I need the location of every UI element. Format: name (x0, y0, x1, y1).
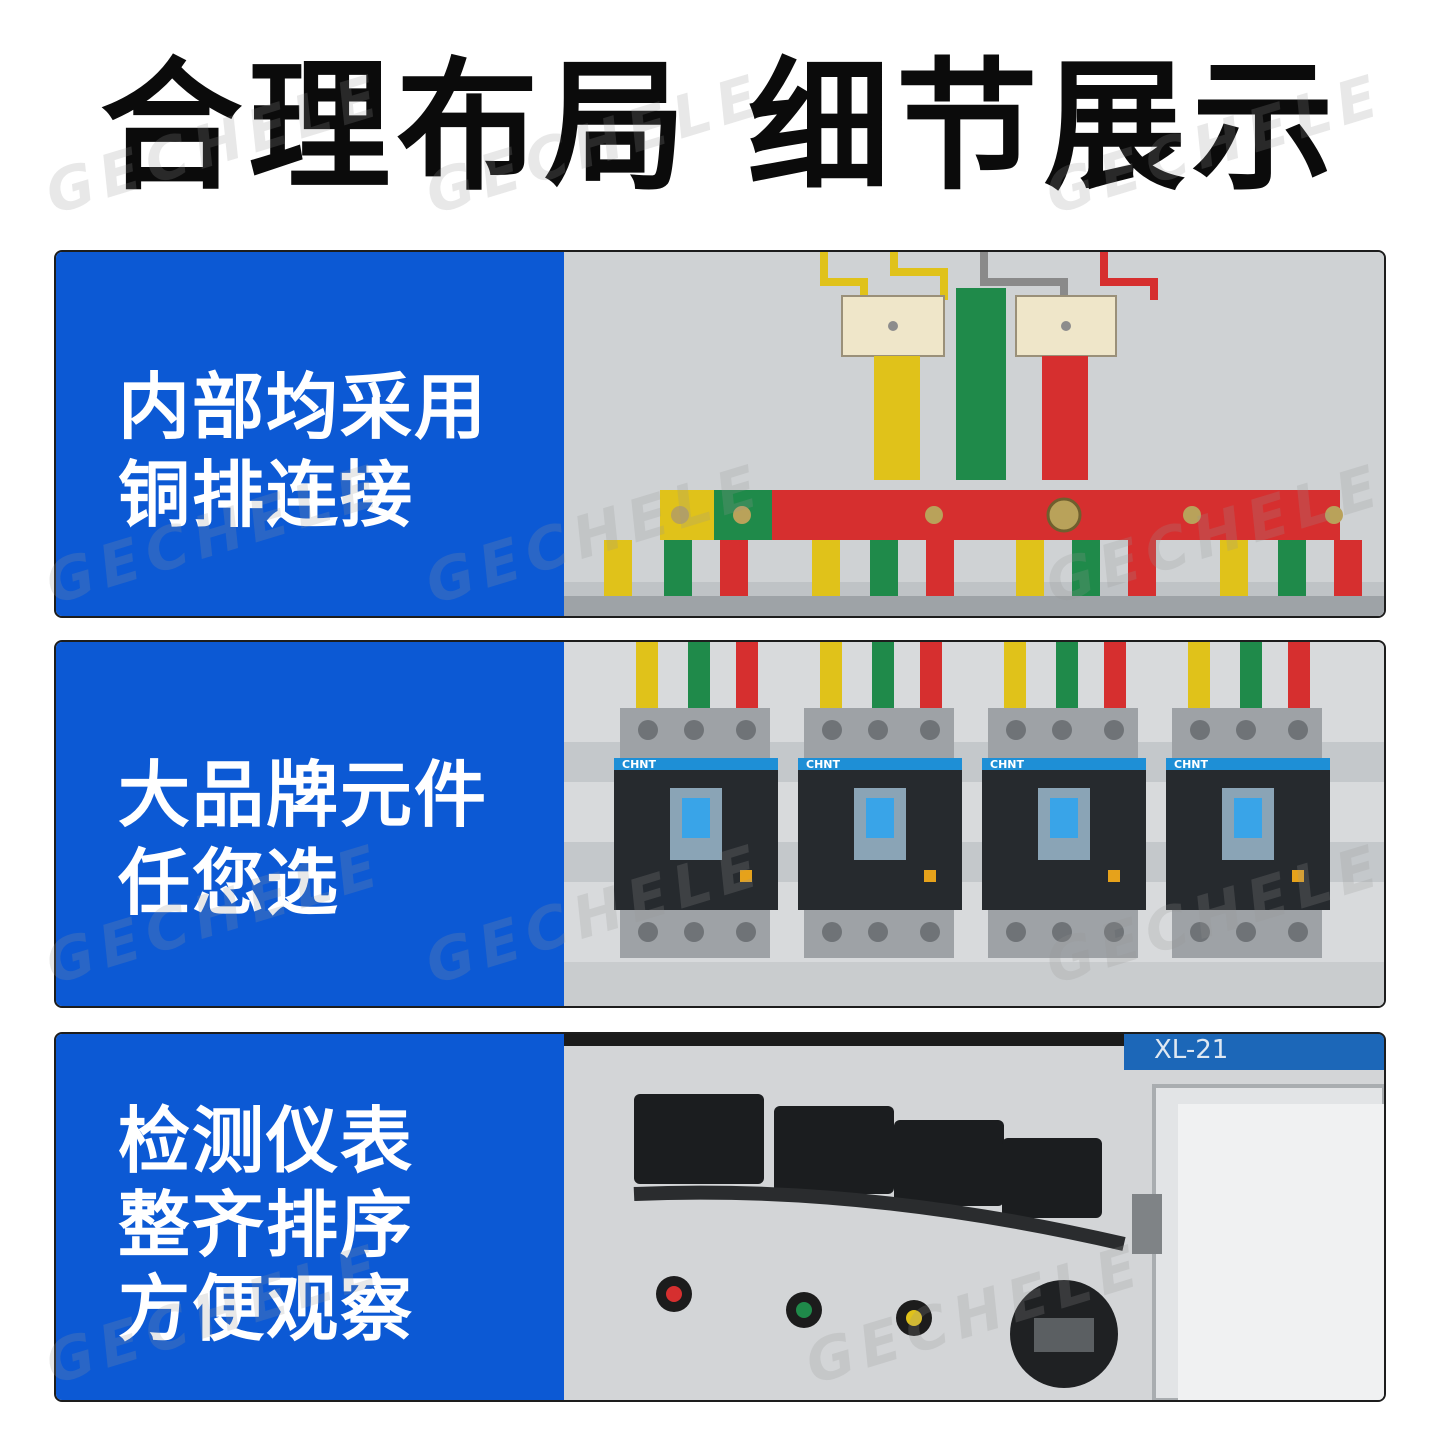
meter-caption-line2: 整齐排序 (118, 1183, 415, 1267)
meter-panel: 检测仪表 整齐排序 方便观察 XL-21 (54, 1032, 1386, 1402)
breaker-caption-line2: 任您选 (118, 841, 341, 925)
meter-caption-line1: 检测仪表 (118, 1099, 415, 1183)
breaker-panel: 大品牌元件 任您选 (54, 640, 1386, 1008)
page-title: 合理布局 细节展示 (100, 45, 1340, 210)
busbar-panel: 内部均采用 铜排连接 (54, 250, 1386, 618)
busbar-caption-line2: 铜排连接 (118, 453, 415, 537)
meter-image: XL-21 (564, 1034, 1384, 1400)
busbar-caption-line1: 内部均采用 (118, 365, 489, 449)
meter-label-block: 检测仪表 整齐排序 方便观察 (56, 1034, 564, 1400)
busbar-image (564, 252, 1384, 616)
breaker-caption-line1: 大品牌元件 (118, 753, 489, 837)
breaker-brand-2: CHNT (806, 758, 840, 771)
breaker-brand-1: CHNT (622, 758, 656, 771)
busbar-label-block: 内部均采用 铜排连接 (56, 252, 564, 616)
breaker-label-block: 大品牌元件 任您选 (56, 642, 564, 1006)
breaker-image: CHNT CHNT CHNT CHNT (564, 642, 1384, 1006)
meter-caption-line3: 方便观察 (118, 1267, 415, 1351)
breaker-brand-4: CHNT (1174, 758, 1208, 771)
cabinet-tag: XL-21 (1154, 1035, 1228, 1065)
breaker-brand-3: CHNT (990, 758, 1024, 771)
